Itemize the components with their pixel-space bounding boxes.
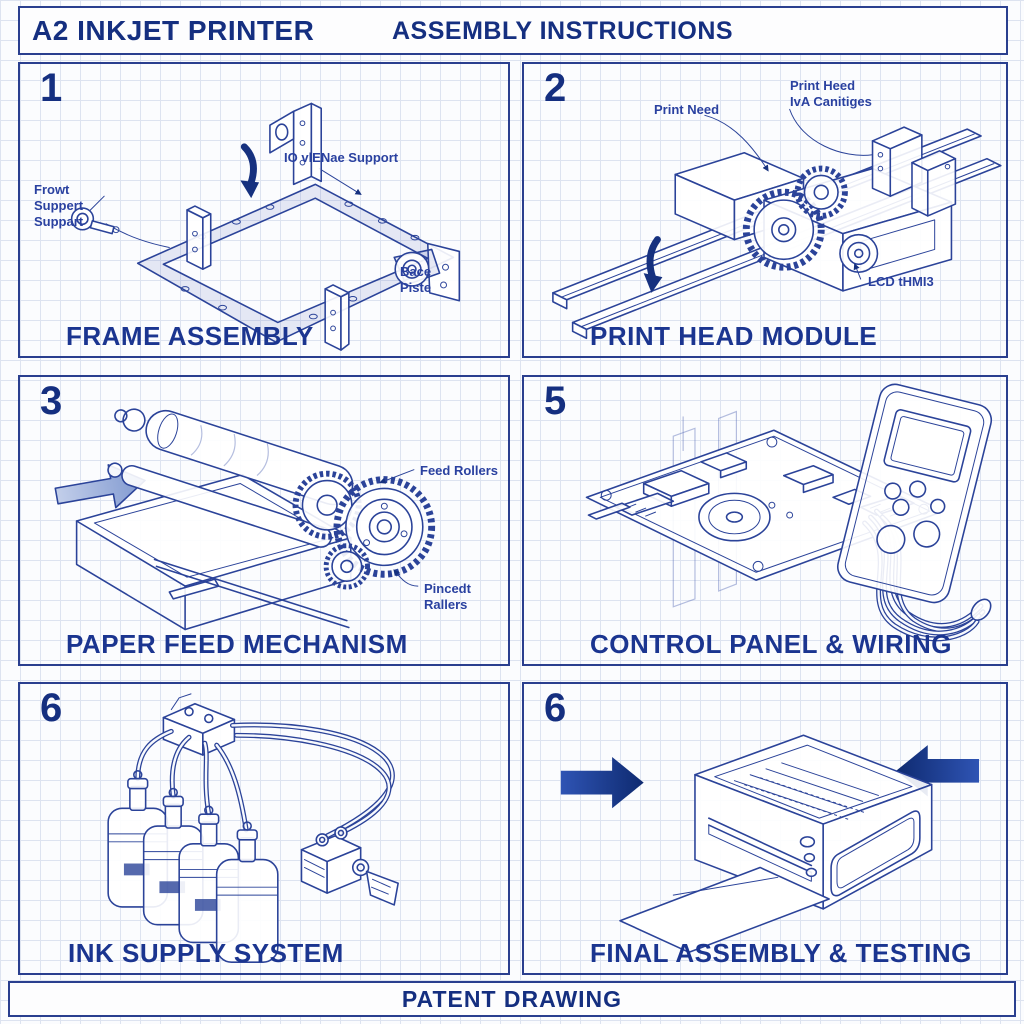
lower-shaft xyxy=(153,558,350,629)
main-roller xyxy=(114,408,354,506)
panel-caption: FRAME ASSEMBLY xyxy=(66,321,314,351)
bolt-holes xyxy=(180,201,420,320)
panel-frame-assembly: 1 Frowt Suppert Suppart IO vlENae Suppor… xyxy=(18,62,510,358)
page-title: A2 INKJET PRINTER xyxy=(32,15,315,46)
panel-caption: PRINT HEAD MODULE xyxy=(590,321,878,351)
test-page xyxy=(619,866,830,954)
ink-manifold xyxy=(300,826,399,906)
bolt-part xyxy=(70,207,120,235)
part-label-base-plate: Bace Piste xyxy=(400,264,432,295)
panel-number: 6 xyxy=(40,686,63,730)
page-subtitle: ASSEMBLY INSTRUCTIONS xyxy=(392,17,734,45)
paper-feed-drawing xyxy=(54,408,436,631)
panel-number: 1 xyxy=(40,66,63,110)
part-label-ink-cartridges: Print Heed IvA Canitiges xyxy=(790,78,872,109)
printer-body xyxy=(694,734,933,910)
front-roller xyxy=(107,462,332,548)
panel-print-head-module: 2 Print Need Print Heed IvA Canitiges LC… xyxy=(522,62,1008,358)
panel-paper-feed: 3 Feed Rollers Pincedt Rallers PAPER FEE… xyxy=(18,375,510,666)
panel-number: 6 xyxy=(544,686,567,730)
panel-ink-supply: 6 INK SUPPLY SYSTEM xyxy=(18,682,510,975)
header-bar: A2 INKJET PRINTER ASSEMBLY INSTRUCTIONS xyxy=(18,6,1008,55)
part-label-pinch-rollers: Pincedt Rallers xyxy=(424,581,471,612)
drive-gears xyxy=(742,165,848,271)
panel-caption: INK SUPPLY SYSTEM xyxy=(68,938,344,968)
front-post xyxy=(324,284,350,351)
panel-caption: FINAL ASSEMBLY & TESTING xyxy=(590,938,972,968)
mount-bracket xyxy=(162,693,236,756)
part-label-reverse-support: IO vlENae Support xyxy=(284,150,399,165)
part-label-front-support: Frowt Suppert Suppart xyxy=(34,182,84,229)
panel-caption: PAPER FEED MECHANISM xyxy=(66,629,408,659)
assemble-arrow-left-icon xyxy=(560,756,644,809)
part-label-lcd: LCD tHMI3 xyxy=(868,274,934,289)
panel-number: 5 xyxy=(544,379,567,423)
panel-caption: CONTROL PANEL & WIRING xyxy=(590,629,952,659)
bearing-bracket xyxy=(393,242,461,302)
drop-arrow-icon xyxy=(240,143,260,199)
panel-final-assembly: 6 FINAL ASSEMBLY & TESTING xyxy=(522,682,1008,975)
ink-bottles xyxy=(107,770,279,963)
panel-number: 3 xyxy=(40,379,63,423)
drop-arrow-icon xyxy=(643,236,663,293)
frame-assembly-drawing xyxy=(70,102,461,351)
footer-bar: PATENT DRAWING xyxy=(8,981,1016,1017)
final-assembly-drawing xyxy=(560,734,980,954)
left-post xyxy=(186,205,212,270)
panel-control-wiring: 5 CONTROL PANEL & WIRING xyxy=(522,375,1008,666)
ink-tubes xyxy=(135,722,395,839)
part-label-print-head: Print Need xyxy=(654,102,720,117)
rear-post xyxy=(269,102,323,186)
handheld-panel xyxy=(837,383,993,604)
panel-number: 2 xyxy=(544,66,567,110)
ink-supply-drawing xyxy=(107,693,399,963)
print-head-drawing xyxy=(552,108,1002,340)
cable-grommet xyxy=(970,598,992,621)
ink-bottle xyxy=(215,821,279,963)
footer-label: PATENT DRAWING xyxy=(401,986,623,1012)
control-panel-drawing xyxy=(585,383,993,642)
print-head-cartridge xyxy=(871,126,957,217)
part-label-feed-rollers: Feed Rollers xyxy=(420,463,499,478)
